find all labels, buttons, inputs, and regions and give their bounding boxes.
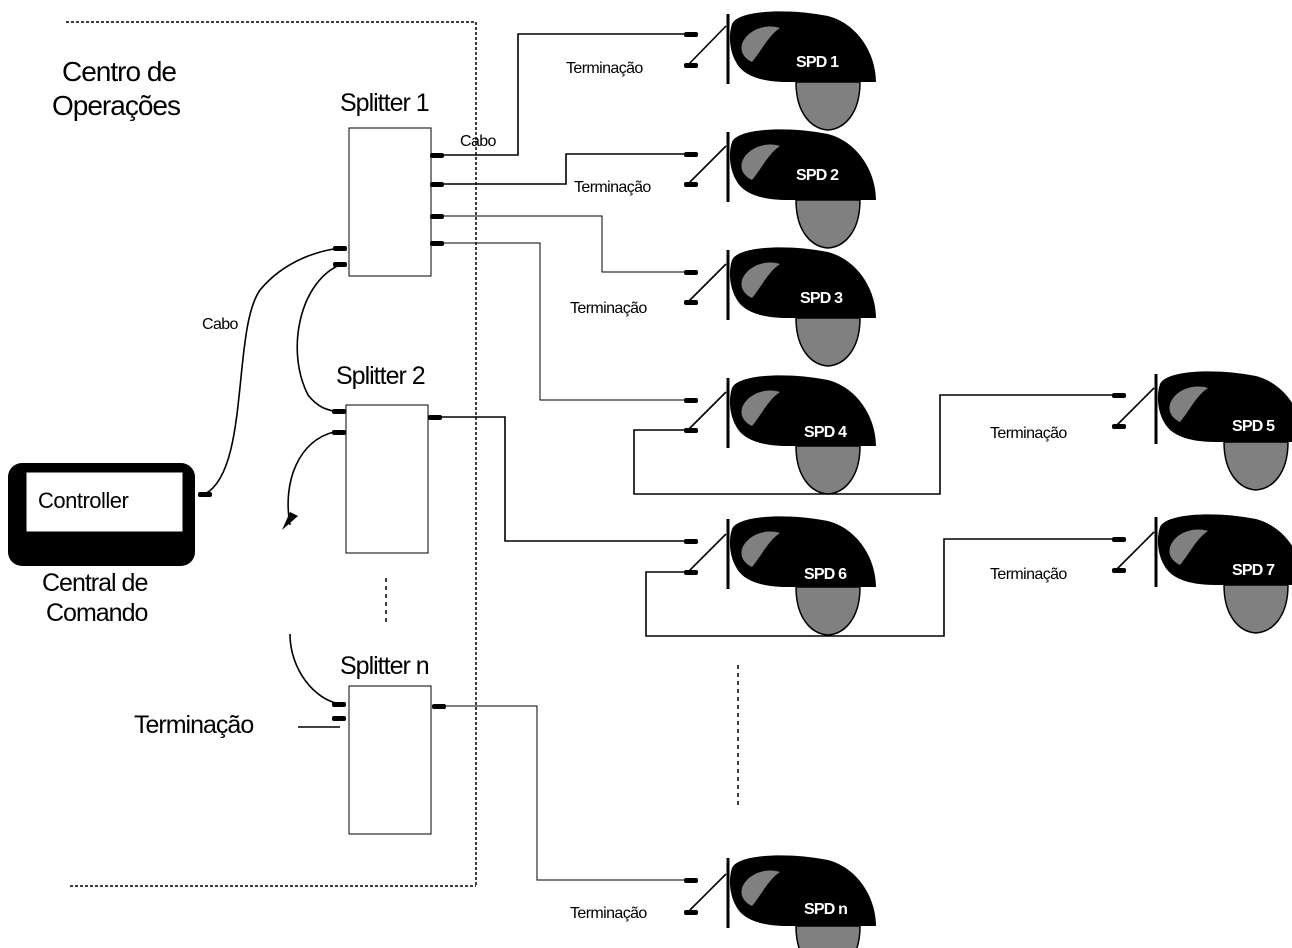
command-center-title-line1: Central de	[42, 569, 148, 597]
camera-label: SPD 1	[796, 54, 839, 71]
cable-label: Cabo	[460, 133, 496, 150]
camera-icon	[726, 853, 878, 948]
controller-device	[8, 463, 195, 566]
main-termination-label: Terminação	[134, 711, 254, 739]
camera-icon	[726, 127, 878, 250]
splitter-2-box	[345, 404, 429, 554]
controller-label: Controller	[38, 488, 129, 513]
ellipsis-markers	[385, 578, 739, 808]
camera-label: SPD 5	[1232, 418, 1275, 435]
splitter-n-box	[348, 685, 432, 835]
camera-label: SPD n	[804, 901, 848, 918]
camera-label: SPD 7	[1232, 562, 1275, 579]
connector-plugs	[198, 32, 1126, 915]
splitter-2-label: Splitter 2	[336, 362, 426, 390]
operations-center-title-line1: Centro de	[62, 56, 177, 87]
termination-label: Terminação	[570, 905, 647, 922]
camera-label: SPD 6	[804, 566, 847, 583]
command-center-title-line2: Comando	[46, 599, 148, 627]
operations-center-boundary	[66, 21, 477, 887]
termination-label: Terminação	[566, 60, 643, 77]
termination-label: Terminação	[990, 566, 1067, 583]
cables	[204, 25, 1155, 913]
splitter-1-label: Splitter 1	[340, 89, 430, 117]
operations-center-title-line2: Operações	[52, 90, 181, 121]
splitter-n-label: Splitter n	[340, 652, 430, 680]
camera-label: SPD 2	[796, 167, 839, 184]
splitter-1-box	[348, 127, 432, 277]
camera-label: SPD 4	[804, 424, 847, 441]
termination-label: Terminação	[990, 425, 1067, 442]
arrow-head	[282, 512, 298, 530]
camera-label: SPD 3	[800, 290, 843, 307]
camera-icon	[726, 514, 878, 637]
cable-label: Cabo	[202, 316, 238, 333]
termination-label: Terminação	[570, 300, 647, 317]
camera-icon	[726, 373, 878, 496]
termination-label: Terminação	[574, 179, 651, 196]
